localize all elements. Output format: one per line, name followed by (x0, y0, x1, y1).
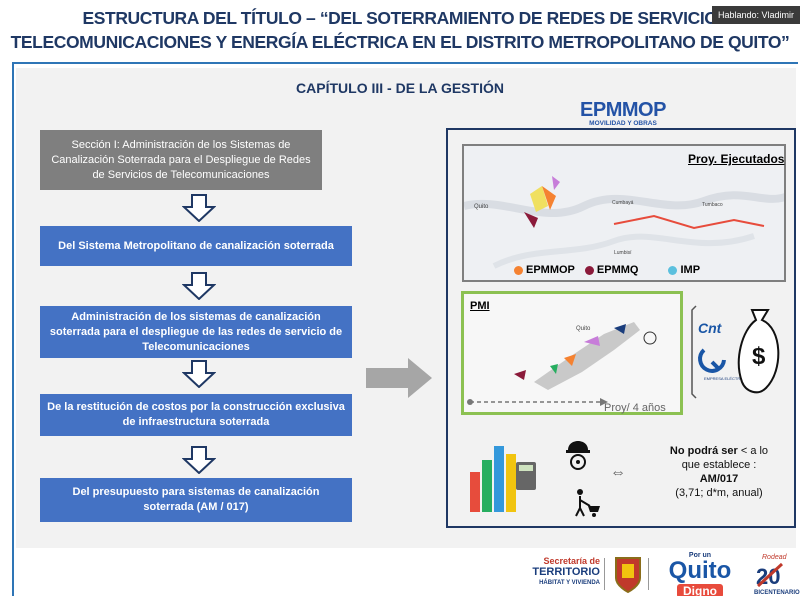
chapter-heading: CAPÍTULO III - DE LA GESTIÓN (296, 80, 504, 96)
quito-pre: Por un (688, 552, 712, 559)
down-arrow-icon (182, 446, 216, 474)
speaking-indicator: Hablando: Vladimir (711, 6, 800, 24)
down-arrow-icon (182, 194, 216, 222)
legend-dot-icon (668, 265, 678, 275)
secretaria-line1: Secretaría de (543, 556, 600, 566)
flow-step-2: Del Sistema Metropolitano de canalizació… (40, 226, 352, 266)
note-line2: que establece : (681, 459, 757, 471)
secretaria-line2: TERRITORIO (532, 566, 600, 578)
epmmop-logo: EPMMOP MOVILIDAD Y OBRAS (578, 100, 668, 128)
legend-dot-icon (584, 265, 594, 275)
bicentenario-mark-icon: 20 (756, 562, 784, 588)
quito-word: Quito (668, 557, 732, 584)
worker-wheelbarrow-icon (575, 489, 600, 517)
note-line4: (3,71; d*m, anual) (675, 487, 763, 499)
quito-digno-logo: Por un Quito Digno (652, 552, 748, 596)
map-title-executed: Proy. Ejecutados (688, 152, 785, 166)
footer-logos: Secretaría de TERRITORIO HÁBITAT Y VIVIE… (520, 552, 800, 596)
down-arrow-icon (182, 360, 216, 388)
map-label-quito: Quito (474, 204, 489, 210)
partner-logos: EMPRESA ELÉCTRICA QUITO $ Cnt (690, 300, 798, 404)
svg-text:$: $ (752, 343, 766, 370)
pmi-map: Quito (461, 291, 683, 415)
legend-label: EPMMQ (596, 264, 639, 276)
footer-divider (648, 558, 649, 590)
double-arrow-icon: ⇔ (610, 464, 626, 481)
epmmop-subtitle: MOVILIDAD Y OBRAS (589, 120, 657, 127)
legend-item-epmmq: EPMMQ (584, 264, 639, 276)
map-footer-label: Proy/ 4 años (604, 402, 666, 414)
map-legend: EPMMOP EPMMQ IMP (514, 264, 700, 276)
empresa-label: EMPRESA ELÉCTRICA QUITO (704, 376, 760, 381)
map-label-quito: Quito (576, 326, 591, 332)
flow-step-4: De la restitución de costos por la const… (40, 394, 352, 436)
note-line3: AM/017 (699, 473, 739, 485)
map-graphic: Quito (467, 322, 657, 406)
page-title: ESTRUCTURA DEL TÍTULO – “DEL SOTERRAMIEN… (0, 6, 800, 54)
money-bag-icon (737, 309, 780, 394)
bar-chart-icon (470, 446, 536, 512)
note-line1-bold: No podrá ser (669, 445, 738, 457)
down-arrow-icon (182, 272, 216, 300)
map-label-cumbaya: Cumbayá (612, 200, 634, 206)
quito-shield-icon (615, 557, 641, 594)
legend-label: IMP (680, 264, 701, 276)
cnt-logo: Cnt (698, 320, 722, 336)
legend-item-epmmop: EPMMOP (514, 264, 575, 276)
engineer-gear-icon (566, 441, 590, 470)
note-line1-rest: < a lo (737, 445, 769, 457)
legend-dot-icon (514, 265, 523, 275)
executed-projects-map: Quito Cumbayá Tumbaco Lumbisí (462, 144, 786, 282)
secretaria-line3: HÁBITAT Y VIVIENDA (539, 580, 600, 586)
map-label-tumbaco: Tumbaco (702, 202, 723, 208)
flow-step-5: Del presupuesto para sistemas de canaliz… (40, 478, 352, 522)
bicentenario-script: Rodead (762, 554, 787, 561)
flow-section-1: Sección I: Administración de los Sistema… (40, 130, 322, 190)
budget-note: No podrá ser < a lo que establece : AM/0… (644, 444, 794, 500)
map-title-pmi: PMI (470, 300, 490, 312)
legend-item-imp: IMP (668, 264, 700, 276)
title-line-2: TELECOMUNICACIONES Y ENERGÍA ELÉCTRICA E… (10, 32, 790, 52)
budget-icons (470, 441, 600, 517)
header-divider (12, 62, 798, 64)
flow-step-3: Administración de los sistemas de canali… (40, 306, 352, 358)
map-graphic: Quito Cumbayá Tumbaco Lumbisí (464, 176, 784, 269)
legend-label: EPMMOP (526, 264, 575, 276)
title-line-1: ESTRUCTURA DEL TÍTULO – “DEL SOTERRAMIEN… (82, 8, 718, 28)
eeq-logo-icon (698, 348, 726, 373)
secretaria-logo: Secretaría de TERRITORIO HÁBITAT Y VIVIE… (520, 556, 600, 589)
hand-cursor-icon (643, 331, 657, 345)
map-label-lumbisi: Lumbisí (614, 250, 632, 256)
footer-divider (604, 558, 605, 590)
bicentenario-logo: Rodead 20 BICENTENARIO (754, 554, 800, 596)
bicentenario-label: BICENTENARIO (754, 590, 800, 596)
right-arrow-icon (366, 358, 432, 398)
left-divider (12, 62, 14, 596)
quito-digno: Digno (677, 584, 723, 596)
logo-graphics: EMPRESA ELÉCTRICA QUITO $ (691, 305, 780, 399)
epmmop-name: EPMMOP (580, 99, 666, 121)
